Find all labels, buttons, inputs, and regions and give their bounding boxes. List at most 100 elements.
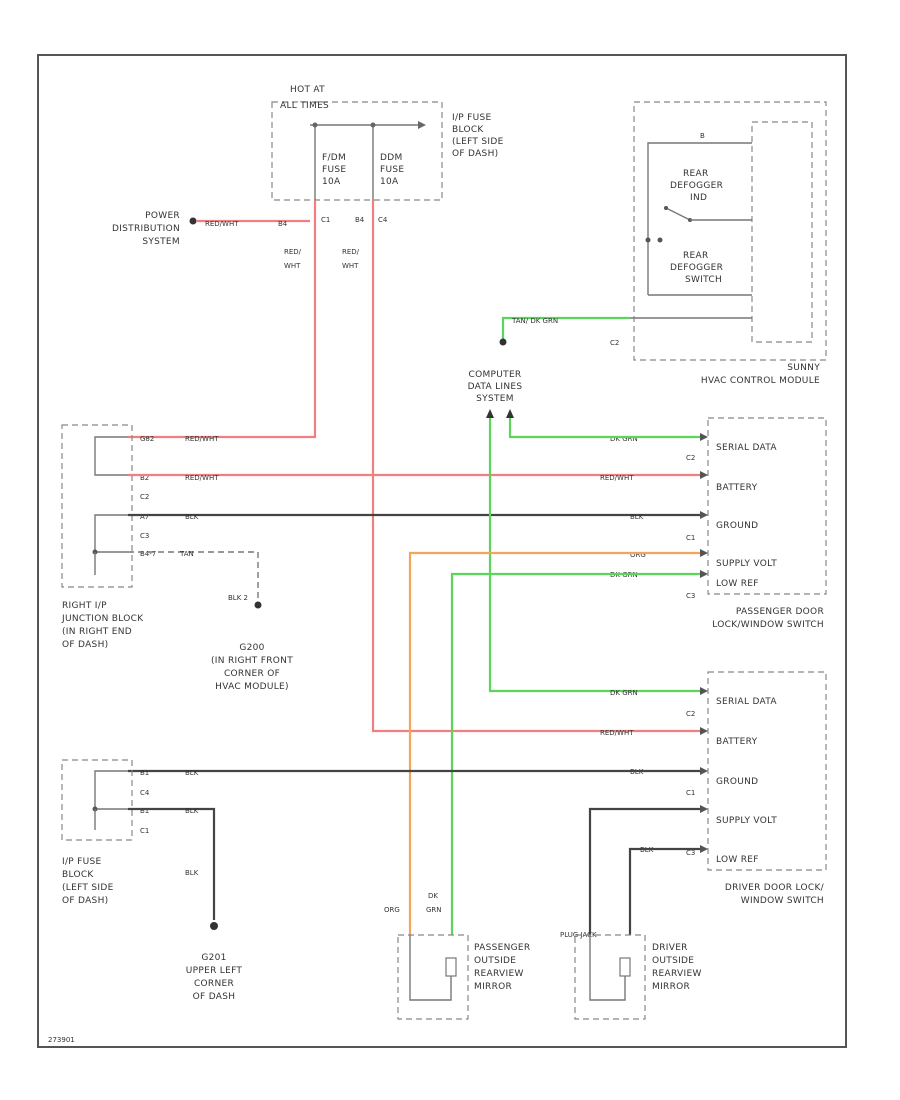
- g200-label: G200 (IN RIGHT FRONT CORNER OF HVAC MODU…: [211, 643, 293, 692]
- svg-text:C4: C4: [140, 789, 150, 797]
- svg-text:I/P FUSE: I/P FUSE: [452, 113, 492, 123]
- svg-text:G200: G200: [239, 643, 264, 653]
- svg-text:OF DASH: OF DASH: [193, 992, 236, 1002]
- svg-text:C1: C1: [140, 827, 149, 835]
- svg-text:JUNCTION BLOCK: JUNCTION BLOCK: [61, 614, 144, 624]
- b4-c4-label: B4: [355, 216, 365, 224]
- svg-text:C2: C2: [686, 710, 695, 718]
- svg-text:HVAC CONTROL MODULE: HVAC CONTROL MODULE: [701, 376, 820, 386]
- svg-text:10A: 10A: [380, 177, 399, 187]
- figure-id: 273901: [48, 1036, 75, 1044]
- svg-text:HVAC MODULE): HVAC MODULE): [215, 682, 289, 692]
- svg-text:FUSE: FUSE: [322, 165, 346, 175]
- svg-text:B1: B1: [140, 769, 149, 777]
- dk-grn-vertical-label: DK GRN: [426, 892, 442, 914]
- svg-text:CORNER: CORNER: [194, 979, 234, 989]
- passenger-door-switch: [707, 417, 827, 595]
- driver-switch-label: DRIVER DOOR LOCK/ WINDOW SWITCH: [725, 883, 825, 906]
- g201-label: G201 UPPER LEFT CORNER OF DASH: [186, 953, 243, 1002]
- diagram-frame: [37, 54, 847, 1048]
- svg-text:REAR: REAR: [683, 251, 709, 261]
- svg-text:C1: C1: [686, 789, 695, 797]
- svg-text:POWER: POWER: [145, 211, 180, 221]
- svg-text:TAN: TAN: [179, 550, 194, 558]
- svg-text:OUTSIDE: OUTSIDE: [652, 956, 694, 966]
- ip-fuse-block-top: [271, 101, 443, 201]
- svg-text:BATTERY: BATTERY: [716, 483, 758, 493]
- svg-text:(IN RIGHT END: (IN RIGHT END: [62, 627, 132, 637]
- svg-text:SYSTEM: SYSTEM: [476, 394, 514, 404]
- svg-text:RED/WHT: RED/WHT: [185, 435, 219, 443]
- hot-at-label: HOT AT: [290, 85, 325, 95]
- svg-text:SYSTEM: SYSTEM: [142, 237, 180, 247]
- red-wht-horizontal-label: RED/WHT: [205, 220, 239, 228]
- defogger-switch-contact: [665, 207, 691, 221]
- svg-text:BLOCK: BLOCK: [62, 870, 94, 880]
- svg-text:UPPER LEFT: UPPER LEFT: [186, 966, 243, 976]
- svg-text:DEFOGGER: DEFOGGER: [670, 181, 723, 191]
- svg-text:MIRROR: MIRROR: [474, 982, 512, 992]
- svg-text:LOCK/WINDOW SWITCH: LOCK/WINDOW SWITCH: [712, 620, 824, 630]
- svg-text:BLK: BLK: [630, 513, 644, 521]
- svg-text:DK: DK: [428, 892, 438, 900]
- tan-dk-grn-label: TAN/ DK GRN: [511, 317, 558, 325]
- svg-text:SUPPLY VOLT: SUPPLY VOLT: [716, 816, 777, 826]
- all-times-label: ALL TIMES: [280, 101, 329, 111]
- svg-text:RED/WHT: RED/WHT: [185, 474, 219, 482]
- svg-text:OF DASH): OF DASH): [452, 149, 498, 159]
- blk-vertical-label: BLK: [185, 869, 199, 877]
- red-wht-vertical-label-2: RED/ WHT: [342, 248, 360, 270]
- svg-text:MIRROR: MIRROR: [652, 982, 690, 992]
- passenger-switch-wire-labels: DK GRN RED/WHT BLK ORG DK GRN: [600, 435, 646, 579]
- hvac-control-module-label: SUNNY HVAC CONTROL MODULE: [701, 363, 820, 386]
- svg-text:REARVIEW: REARVIEW: [652, 969, 702, 979]
- svg-text:DATA LINES: DATA LINES: [468, 382, 523, 392]
- svg-text:BLK: BLK: [185, 513, 199, 521]
- junction-pins: G82 B2 C2 A7 C3 B4-7: [140, 435, 156, 558]
- svg-text:WHT: WHT: [342, 262, 359, 270]
- blk-2-label: BLK 2: [228, 594, 248, 602]
- hvac-control-module-box: [633, 101, 827, 361]
- svg-text:CORNER OF: CORNER OF: [224, 669, 280, 679]
- power-distribution-connector: [189, 217, 197, 225]
- passenger-switch-conns: C2 C1 C3: [686, 454, 695, 600]
- svg-text:IND: IND: [690, 193, 707, 203]
- svg-text:DRIVER DOOR LOCK/: DRIVER DOOR LOCK/: [725, 883, 825, 893]
- svg-text:GRN: GRN: [426, 906, 442, 914]
- right-ip-junction-block: [61, 424, 133, 588]
- passenger-mirror-box: [397, 934, 469, 1020]
- svg-text:OF DASH): OF DASH): [62, 896, 108, 906]
- svg-text:RED/: RED/: [284, 248, 302, 256]
- org-vertical-label: ORG: [384, 906, 400, 914]
- svg-text:C3: C3: [686, 849, 695, 857]
- right-ip-junction-label: RIGHT I/P JUNCTION BLOCK (IN RIGHT END O…: [61, 601, 144, 650]
- svg-text:C2: C2: [686, 454, 695, 462]
- red-wht-vertical-label-1: RED/ WHT: [284, 248, 302, 270]
- svg-text:REAR: REAR: [683, 169, 709, 179]
- b-pin-label: B: [700, 132, 705, 140]
- svg-text:A7: A7: [140, 513, 149, 521]
- driver-mirror-label: DRIVER OUTSIDE REARVIEW MIRROR: [652, 943, 702, 992]
- svg-text:OF DASH): OF DASH): [62, 640, 108, 650]
- svg-text:PASSENGER: PASSENGER: [474, 943, 530, 953]
- ip-fuse-block-bottom: [61, 759, 133, 841]
- svg-text:COMPUTER: COMPUTER: [469, 370, 522, 380]
- svg-text:RIGHT I/P: RIGHT I/P: [62, 601, 107, 611]
- c2-hvac-label: C2: [610, 339, 619, 347]
- svg-text:SUNNY: SUNNY: [787, 363, 820, 373]
- svg-text:GROUND: GROUND: [716, 521, 758, 531]
- svg-text:BLOCK: BLOCK: [452, 125, 484, 135]
- svg-text:WHT: WHT: [284, 262, 301, 270]
- svg-text:C3: C3: [686, 592, 695, 600]
- passenger-switch-pins: SERIAL DATA BATTERY GROUND SUPPLY VOLT L…: [716, 443, 777, 589]
- svg-text:ORG: ORG: [630, 551, 646, 559]
- svg-text:DDM: DDM: [380, 153, 403, 163]
- svg-text:C3: C3: [140, 532, 149, 540]
- svg-text:FUSE: FUSE: [380, 165, 404, 175]
- svg-text:DRIVER: DRIVER: [652, 943, 688, 953]
- rear-defogger-ind-label: REAR DEFOGGER IND: [670, 169, 723, 203]
- passenger-switch-label: PASSENGER DOOR LOCK/WINDOW SWITCH: [712, 607, 824, 630]
- computer-data-lines-label: COMPUTER DATA LINES SYSTEM: [468, 370, 523, 404]
- svg-text:G201: G201: [201, 953, 226, 963]
- svg-text:SUPPLY VOLT: SUPPLY VOLT: [716, 559, 777, 569]
